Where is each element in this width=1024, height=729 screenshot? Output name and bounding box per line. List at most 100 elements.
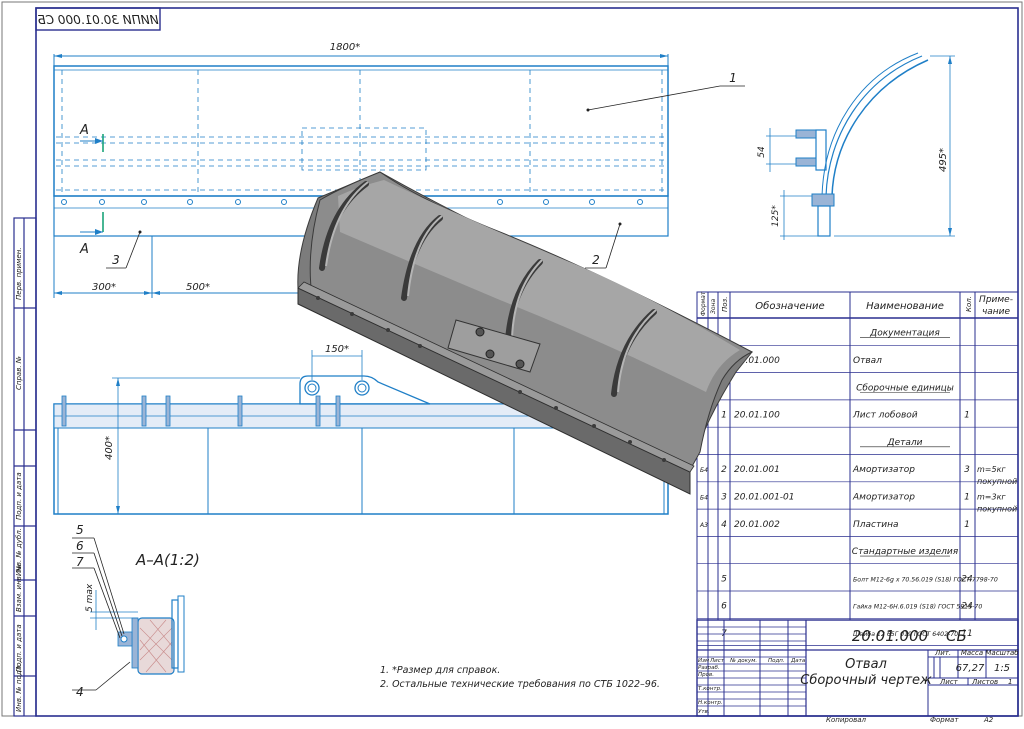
side-label-5: Взам. инв. № bbox=[15, 564, 23, 612]
tb-scale-value: 1:5 bbox=[994, 663, 1010, 674]
specification-table bbox=[696, 291, 1019, 621]
spec-format: Б4 bbox=[700, 494, 708, 501]
side-stamp bbox=[13, 217, 37, 717]
spec-name: Лист лобовой bbox=[852, 411, 918, 421]
tb-sheets-value: 1 bbox=[1008, 678, 1012, 686]
spec-section-title: Детали bbox=[887, 438, 923, 448]
tb-doc-type: СБ bbox=[946, 627, 967, 645]
side-stamp-labels: Перв. примен. Справ. № Подп. и дата Инв.… bbox=[15, 247, 23, 712]
spec-name: Болт М12-6g x 70.56.019 (S18) ГОСТ 7798-… bbox=[853, 576, 998, 583]
section-title: А–А(1:2) bbox=[135, 551, 200, 569]
dim-width-total: 1800* bbox=[330, 42, 360, 53]
tb-role-5: Утв. bbox=[698, 709, 710, 715]
spec-pos: 2 bbox=[721, 465, 727, 475]
tb-col-date: Дата bbox=[790, 658, 806, 664]
spec-pos: 3 bbox=[721, 492, 727, 502]
spec-section-title: Сборочные единицы bbox=[856, 383, 954, 393]
tb-mass-value: 67,27 bbox=[956, 663, 985, 674]
tb-col-list: Лист bbox=[709, 658, 725, 664]
dim-400: 400* bbox=[104, 436, 115, 460]
tb-sheet-label: Лист bbox=[939, 678, 959, 686]
note-2: 2. Остальные технические требования по С… bbox=[380, 679, 660, 690]
callout-3: 3 bbox=[112, 253, 120, 267]
tb-role-2: Пров. bbox=[698, 672, 714, 678]
dim-150: 150* bbox=[325, 344, 349, 355]
tb-mass-label: Масса bbox=[961, 649, 983, 657]
spec-h-zone: Зона bbox=[710, 299, 717, 314]
spec-designation: 20.01.001 bbox=[734, 465, 780, 475]
spec-pos: 1 bbox=[721, 411, 727, 421]
spec-designation: 20.01.000 bbox=[734, 356, 780, 366]
spec-qty: 1 bbox=[964, 492, 970, 502]
tb-role-4: Н.контр. bbox=[698, 700, 723, 706]
spec-pos: 4 bbox=[721, 520, 727, 530]
spec-note: m=3кг bbox=[977, 492, 1006, 501]
spec-h-note-1: Приме- bbox=[979, 295, 1013, 305]
section-a-a: А–А(1:2) 5 max bbox=[72, 523, 200, 699]
title-block-text: 20.01.000 СБ Отвал Сборочный чертеж Лит.… bbox=[698, 627, 1019, 715]
spec-qty: 24 bbox=[961, 602, 973, 612]
callout-6: 6 bbox=[76, 539, 84, 553]
tb-doc-code: 20.01.000 bbox=[852, 627, 928, 645]
dim-5max: 5 max bbox=[85, 583, 95, 612]
spec-qty: 1 bbox=[964, 520, 970, 530]
blade-3d-render bbox=[297, 171, 754, 495]
tb-col-izm: Изм bbox=[698, 658, 709, 664]
footer-format-label: Формат bbox=[930, 716, 959, 724]
tb-scale-label: Масштаб bbox=[985, 649, 1019, 657]
tb-col-sign: Подп. bbox=[768, 658, 785, 664]
spec-qty: 11 bbox=[961, 629, 972, 639]
spec-section-title: Документация bbox=[869, 329, 940, 339]
tb-product-name: Отвал bbox=[845, 657, 887, 672]
spec-h-name: Наименование bbox=[866, 301, 944, 312]
note-1: 1. *Размер для справок. bbox=[380, 665, 500, 676]
spec-h-note-2: чание bbox=[982, 307, 1011, 317]
spec-note-2: покупной bbox=[977, 504, 1017, 513]
spec-section-title: Стандартные изделия bbox=[852, 547, 959, 557]
footer-format: А2 bbox=[983, 716, 994, 724]
dim-500: 500* bbox=[186, 282, 210, 293]
section-marker-bottom: А bbox=[79, 242, 89, 257]
tb-doc-name: Сборочный чертеж bbox=[800, 673, 932, 688]
footer-copied: Копировал bbox=[826, 716, 867, 724]
side-label-6: Подп. и дата bbox=[15, 624, 23, 672]
spec-name: Пластина bbox=[853, 520, 898, 530]
spec-note-2: покупной bbox=[977, 477, 1017, 486]
spec-pos: 6 bbox=[721, 602, 727, 612]
side-label-1: Перв. примен. bbox=[15, 247, 23, 300]
dim-300: 300* bbox=[92, 282, 116, 293]
tb-col-doc: № докум. bbox=[729, 658, 757, 664]
side-label-4: Инв. № дубл. bbox=[15, 528, 23, 576]
spec-name: Шайба 12 65Г 019 ГОСТ 6402-70 bbox=[853, 630, 958, 638]
callout-5: 5 bbox=[76, 523, 84, 537]
spec-designation: 20.01.002 bbox=[734, 520, 780, 530]
spec-format: А3 bbox=[699, 522, 708, 529]
spec-h-format: Формат bbox=[700, 291, 707, 316]
mirrored-code: ИИПИ 30.01.000 СБ bbox=[37, 13, 158, 27]
spec-name: Гайка М12-6Н.6.019 (S18) ГОСТ 5915-70 bbox=[853, 604, 982, 611]
spec-h-designation: Обозначение bbox=[755, 300, 824, 312]
side-label-2: Справ. № bbox=[15, 356, 23, 390]
spec-name: Амортизатор bbox=[852, 465, 915, 475]
spec-format: Б4 bbox=[700, 467, 708, 474]
tb-role-1: Разраб. bbox=[698, 665, 720, 671]
side-profile-view: 495* 54 125* bbox=[757, 52, 955, 240]
dim-54: 54 bbox=[757, 146, 767, 158]
side-label-3: Подп. и дата bbox=[15, 472, 23, 520]
tb-sheets-label: Листов bbox=[971, 678, 998, 686]
tb-role-3: Т.контр. bbox=[698, 686, 722, 692]
spec-designation: 20.01.100 bbox=[734, 411, 780, 421]
callout-4: 4 bbox=[76, 685, 84, 699]
footer: Копировал Формат А2 bbox=[826, 716, 994, 724]
section-marker-top: А bbox=[79, 123, 89, 138]
spec-qty: 24 bbox=[961, 574, 973, 584]
spec-qty: 1 bbox=[964, 411, 970, 421]
callout-2: 2 bbox=[592, 253, 600, 267]
spec-name: Отвал bbox=[853, 356, 882, 366]
tb-lit-label: Лит. bbox=[934, 649, 951, 657]
side-label-7: Инв. № подл. bbox=[15, 664, 23, 712]
spec-designation: 20.01.001-01 bbox=[734, 492, 795, 502]
